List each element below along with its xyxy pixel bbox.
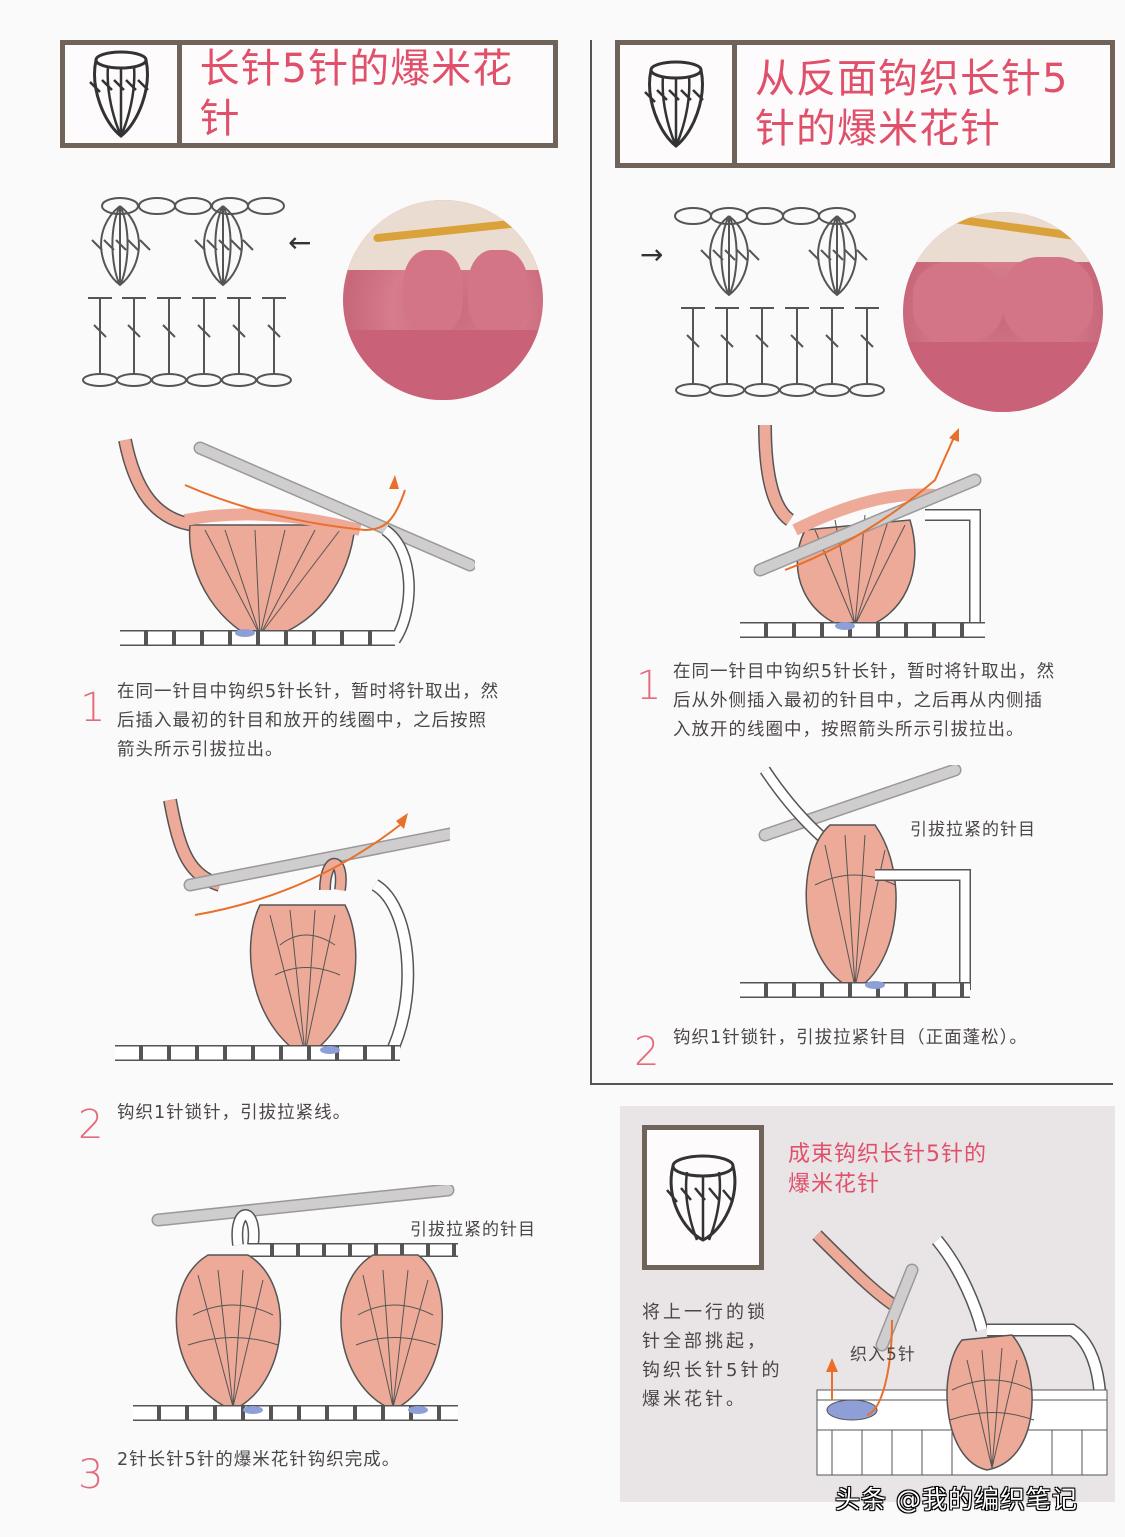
right-title-box: 从反面钩织长针5 针的爆米花针 [615, 40, 1115, 168]
right-chart-arrow: → [640, 238, 664, 271]
title-line: 从反面钩织长针5 [755, 56, 1069, 102]
left-step1-text: 在同一针目中钩织5针长针，暂时将针取出，然 后插入最初的针目和放开的线圈中，之后… [117, 678, 499, 765]
bundle-icon-box [642, 1125, 764, 1270]
title-line: 成束钩织长针5针的 [788, 1142, 987, 1167]
bundle-panel-title: 成束钩织长针5针的 爆米花针 [788, 1140, 987, 1200]
bundle-callout: 织入5针 [850, 1345, 916, 1365]
right-step1-number: 1 [636, 663, 662, 709]
watermark: 头条 @我的编织笔记 [835, 1485, 1078, 1514]
text-line: 入放开的线圈中，按照箭头所示引拔拉出。 [673, 720, 1025, 740]
right-step1-illustration [740, 424, 985, 638]
left-step2-illustration [115, 798, 450, 1061]
title-line: 爆米花针 [788, 1172, 881, 1197]
text-line: 2针长针5针的爆米花针钩织完成。 [117, 1450, 401, 1470]
left-step1-number: 1 [80, 685, 106, 731]
text-line: 钩织1针锁针，引拔拉紧线。 [117, 1103, 352, 1123]
left-title: 长针5针的爆米花针 [199, 46, 514, 142]
right-step2-illustration [740, 765, 971, 998]
text-line: 在同一针目中钩织5针长针，暂时将针取出，然 [673, 662, 1056, 682]
text-line: 箭头所示引拔拉出。 [117, 740, 284, 760]
left-step2-text: 钩织1针锁针，引拔拉紧线。 [117, 1099, 351, 1128]
right-step2-number: 2 [634, 1029, 660, 1075]
right-step2-callout: 引拔拉紧的针目 [910, 820, 1036, 840]
left-swatch-photo [343, 200, 543, 400]
bundle-description: 将上一行的锁 针全部挑起， 钩织长针5针的 爆米花针。 [642, 1298, 782, 1414]
left-title-icon-cell [65, 45, 182, 143]
popcorn-stitch-symbol-icon [88, 50, 149, 138]
right-section-border-bottom [590, 1083, 1113, 1085]
right-swatch-photo [903, 212, 1103, 412]
popcorn-stitch-bundle-symbol-icon [666, 1154, 737, 1242]
left-title-box: 长针5针的爆米花针 [60, 40, 558, 148]
right-step1-text: 在同一针目中钩织5针长针，暂时将针取出，然 后从外侧插入最初的针目中，之后再从内… [673, 658, 1055, 745]
right-step2-text: 钩织1针锁针，引拔拉紧针目（正面蓬松）。 [673, 1024, 1028, 1053]
right-title: 从反面钩织长针5 针的爆米花针 [737, 45, 1068, 163]
text-line: 针全部挑起， [642, 1331, 768, 1352]
left-step3-callout: 引拔拉紧的针目 [410, 1220, 536, 1240]
right-stitch-chart [674, 207, 885, 397]
left-step3-text: 2针长针5针的爆米花针钩织完成。 [117, 1446, 400, 1475]
popcorn-stitch-symbol-icon [644, 60, 704, 148]
left-chart-arrow: ← [288, 226, 312, 259]
title-line: 针的爆米花针 [755, 106, 1001, 152]
left-step1-illustration [118, 438, 475, 646]
left-step3-illustration [133, 1185, 458, 1421]
text-line: 钩织长针5针的 [642, 1360, 783, 1381]
text-line: 在同一针目中钩织5针长针，暂时将针取出，然 [117, 682, 500, 702]
left-stitch-chart [82, 197, 292, 387]
right-section-border-left [590, 40, 592, 1084]
text-line: 爆米花针。 [642, 1389, 747, 1410]
text-line: 钩织1针锁针，引拔拉紧针目（正面蓬松）。 [673, 1028, 1028, 1048]
right-title-icon-cell [620, 45, 737, 163]
text-line: 后从外侧插入最初的针目中，之后再从内侧插 [673, 691, 1043, 711]
text-line: 后插入最初的针目和放开的线圈中，之后按照 [117, 711, 487, 731]
left-step3-number: 3 [78, 1452, 104, 1498]
left-step2-number: 2 [78, 1102, 104, 1148]
bundle-illustration [812, 1230, 1108, 1476]
text-line: 将上一行的锁 [642, 1302, 768, 1323]
